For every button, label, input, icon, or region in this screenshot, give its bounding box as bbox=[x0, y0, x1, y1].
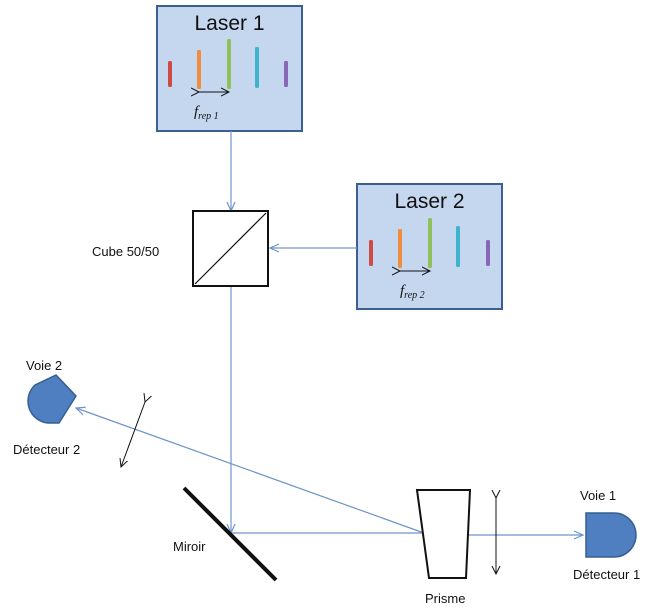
laser-2-comb-line-2 bbox=[398, 229, 402, 268]
laser-1-comb-lines bbox=[168, 39, 288, 89]
detector-2-name-label: Détecteur 2 bbox=[13, 442, 80, 457]
beam-paths bbox=[76, 131, 583, 535]
mirror bbox=[182, 486, 278, 582]
cube-diagonal bbox=[194, 212, 267, 285]
detector-1-channel-label: Voie 1 bbox=[580, 488, 616, 503]
laser-1-title: Laser 1 bbox=[194, 12, 264, 35]
laser-2-box: Laser 2 frep 2 bbox=[356, 183, 503, 310]
detector-2-shape bbox=[27, 374, 77, 424]
detector-1-name-label: Détecteur 1 bbox=[573, 567, 640, 582]
beam-splitter-cube bbox=[192, 210, 269, 287]
laser-1-frep-label: frep 1 bbox=[194, 104, 219, 122]
lens-2-double-arrow bbox=[121, 402, 145, 467]
laser-1-box: Laser 1 frep 1 bbox=[156, 5, 303, 132]
beam-prism-to-detector-2 bbox=[76, 408, 425, 534]
laser-1-comb-line-1 bbox=[168, 61, 172, 87]
laser-2-comb-line-3 bbox=[428, 218, 432, 268]
detector-2 bbox=[27, 374, 77, 424]
detector-1-shape bbox=[585, 512, 637, 558]
laser-2-title: Laser 2 bbox=[394, 190, 464, 213]
prism bbox=[415, 489, 472, 579]
laser-1-comb-line-5 bbox=[284, 61, 288, 87]
mirror-label: Miroir bbox=[173, 539, 206, 554]
detector-2-channel-label: Voie 2 bbox=[26, 358, 62, 373]
laser-2-comb-line-1 bbox=[369, 240, 373, 266]
laser-2-frep-label: frep 2 bbox=[400, 283, 425, 301]
prism-label: Prisme bbox=[425, 591, 465, 606]
laser-2-comb-line-5 bbox=[486, 240, 490, 266]
laser-1-comb-line-2 bbox=[197, 50, 201, 89]
detector-1 bbox=[585, 512, 637, 558]
laser-2-comb-line-4 bbox=[456, 226, 460, 267]
laser-1-comb-line-4 bbox=[255, 47, 259, 88]
laser-2-comb-lines bbox=[369, 218, 490, 268]
laser-1-comb-line-3 bbox=[227, 39, 231, 89]
cube-label: Cube 50/50 bbox=[92, 244, 159, 259]
